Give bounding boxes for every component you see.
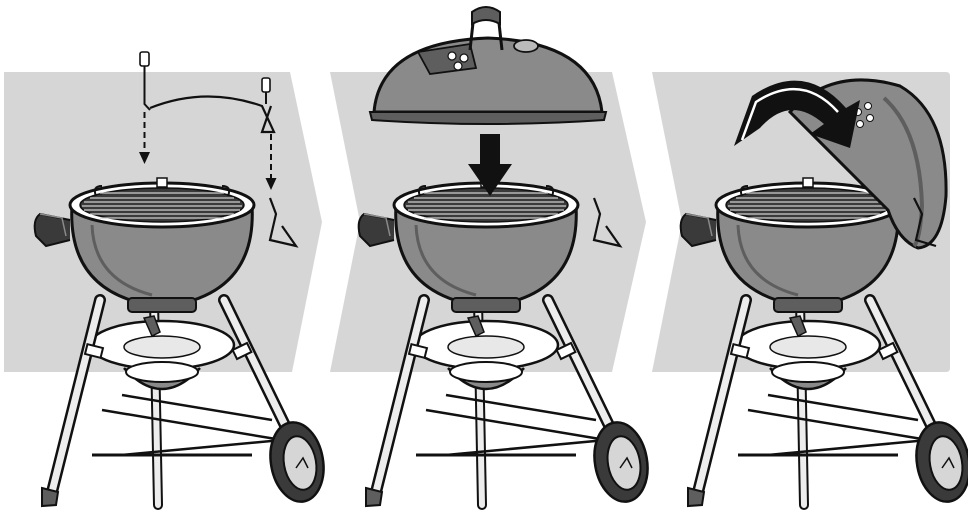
dome-lid-icon <box>370 7 606 124</box>
